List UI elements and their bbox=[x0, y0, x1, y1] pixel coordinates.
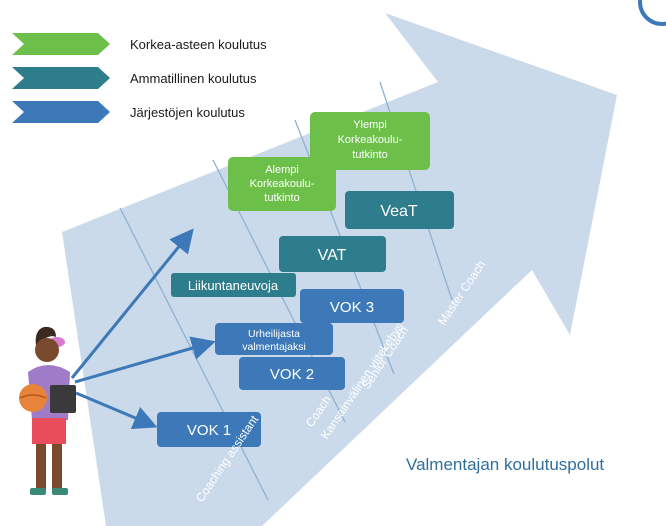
pointer-arrow-to-liikuntaneuvoja bbox=[70, 228, 194, 379]
box-ylempi-korkeakoulututkinto bbox=[310, 112, 430, 170]
corner-decoration-circle bbox=[638, 0, 666, 26]
box-alempi-line-3: tutkinto bbox=[264, 192, 299, 204]
coach-person-illustration bbox=[19, 326, 76, 495]
legend-swatch-blue bbox=[12, 101, 110, 123]
legend-label-higher-education: Korkea-asteen koulutus bbox=[130, 37, 267, 52]
pointer-arrow-to-vok1 bbox=[75, 391, 158, 430]
box-urheilijasta-line-2: valmentajaksi bbox=[242, 341, 306, 353]
box-liikuntaneuvoja bbox=[171, 273, 296, 297]
box-vat bbox=[279, 236, 386, 272]
box-vok3 bbox=[300, 289, 404, 323]
box-urheilijasta-valmentajaksi bbox=[215, 323, 333, 355]
box-urheilijasta-line-1: Urheilijasta bbox=[248, 328, 300, 340]
box-alempi-line-2: Korkeakoulu- bbox=[250, 178, 315, 190]
box-veat bbox=[345, 191, 454, 229]
box-vok1-label: VOK 1 bbox=[187, 422, 231, 439]
legend-swatch-teal bbox=[12, 67, 110, 89]
pointer-arrow-to-urheilijasta bbox=[74, 336, 216, 384]
box-ylempi-line-2: Korkeakoulu- bbox=[338, 134, 403, 146]
box-ylempi-line-3: tutkinto bbox=[352, 149, 387, 161]
box-liikuntaneuvoja-label: Liikuntaneuvoja bbox=[188, 278, 279, 293]
box-alempi-line-1: Alempi bbox=[265, 164, 299, 176]
box-vok3-label: VOK 3 bbox=[330, 299, 374, 316]
box-vok2-label: VOK 2 bbox=[270, 366, 314, 383]
box-ylempi-line-1: Ylempi bbox=[353, 119, 387, 131]
box-vat-label: VAT bbox=[318, 247, 347, 264]
box-vok2 bbox=[239, 357, 345, 390]
box-alempi-korkeakoulututkinto bbox=[228, 157, 336, 211]
legend-label-organizations: Järjestöjen koulutus bbox=[130, 105, 245, 120]
legend-label-vocational: Ammatillinen koulutus bbox=[130, 71, 257, 86]
diagram-title: Valmentajan koulutuspolut bbox=[406, 455, 604, 474]
box-veat-label: VeaT bbox=[380, 203, 418, 220]
legend-swatch-green bbox=[12, 33, 110, 55]
box-vok1 bbox=[157, 412, 261, 447]
